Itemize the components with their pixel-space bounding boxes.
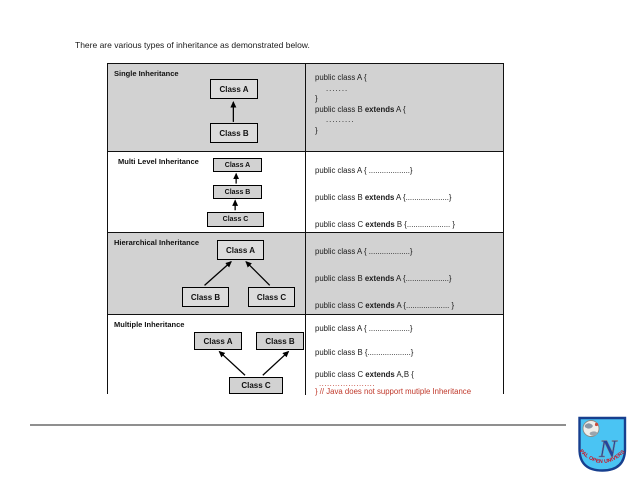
class-box-c: Class C: [248, 287, 295, 307]
code-line: public class B extends A {: [315, 104, 406, 114]
table-row-multiple-inheritance: Multiple Inheritance Class A Class B Cla…: [108, 314, 503, 396]
code-line: }: [315, 125, 318, 135]
diagram-cell-multiple: Multiple Inheritance Class A Class B Cla…: [108, 315, 306, 395]
footer-divider: [30, 424, 566, 426]
code-line: public class C extends A,B {: [315, 370, 414, 379]
code-line: }: [315, 94, 318, 104]
code-line: public class A { ...................}: [315, 247, 413, 256]
code-line: public class B {....................}: [315, 348, 414, 357]
row-label: Multiple Inheritance: [114, 320, 185, 329]
table-row-single-inheritance: Single Inheritance Class A Class B publi…: [108, 64, 503, 151]
code-line: public class B extends A {..............…: [315, 274, 452, 283]
code-line: .....................: [319, 379, 375, 388]
row-label: Hierarchical Inheritance: [114, 238, 200, 247]
class-box-a: Class A: [217, 240, 264, 260]
code-cell-single: public class A { ....... } public class …: [306, 64, 503, 151]
page-title: There are various types of inheritance a…: [75, 40, 310, 50]
class-box-b: Class B: [256, 332, 304, 350]
code-block: public class A { ....... } public class …: [306, 64, 503, 137]
code-line: public class C extends B {..............…: [315, 220, 455, 229]
code-line: public class B extends A {..............…: [315, 193, 452, 202]
university-logo: N NEPAL OPEN UNIVERSITY: [577, 416, 627, 472]
diagram-cell-single: Single Inheritance Class A Class B: [108, 64, 306, 151]
logo-letter: N: [598, 436, 618, 463]
row-label: Multi Level Inheritance: [118, 157, 199, 166]
inheritance-table: Single Inheritance Class A Class B publi…: [107, 63, 504, 396]
code-line: public class C extends A {..............…: [315, 301, 455, 310]
code-cell-multi-level: public class A { ...................} pu…: [306, 152, 503, 232]
table-row-multi-level-inheritance: Multi Level Inheritance Class A Class B …: [108, 151, 503, 232]
code-line: public class A { ...................}: [315, 324, 413, 333]
table-row-hierarchical-inheritance: Hierarchical Inheritance Class A Class B…: [108, 232, 503, 314]
code-line-java-note: } // Java does not support mutiple Inher…: [315, 386, 472, 396]
code-line: public class A { ...................}: [315, 166, 413, 175]
code-line: public class A {: [315, 73, 367, 82]
code-cell-multiple: public class A { ...................} pu…: [306, 315, 503, 396]
class-box-b: Class B: [182, 287, 229, 307]
class-box-b: Class B: [210, 123, 258, 143]
diagram-cell-multi-level: Multi Level Inheritance Class A Class B …: [108, 152, 306, 232]
class-box-a: Class A: [213, 158, 262, 172]
row-label: Single Inheritance: [114, 69, 179, 78]
code-line: .........: [326, 115, 355, 125]
class-box-c: Class C: [229, 377, 283, 394]
class-box-a: Class A: [194, 332, 242, 350]
diagram-cell-hierarchical: Hierarchical Inheritance Class A Class B…: [108, 233, 306, 314]
class-box-c: Class C: [207, 212, 264, 227]
globe-icon: [582, 420, 600, 437]
code-line: .......: [326, 83, 349, 93]
class-box-a: Class A: [210, 79, 258, 99]
code-cell-hierarchical: public class A { ...................} pu…: [306, 233, 503, 314]
class-box-b: Class B: [213, 185, 262, 199]
